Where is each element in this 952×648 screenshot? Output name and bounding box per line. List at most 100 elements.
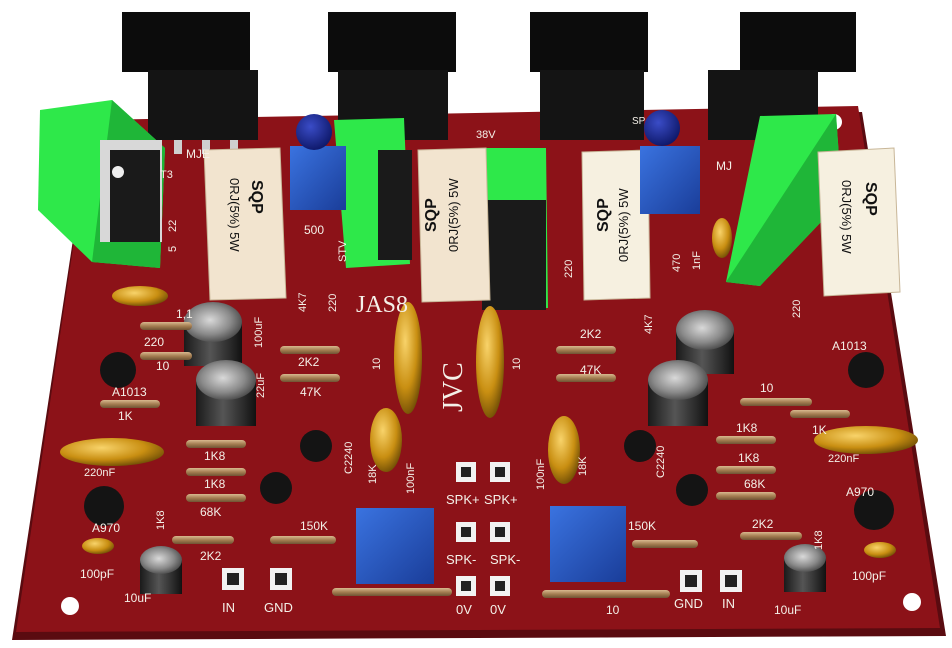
pin-terminal-icon: [680, 570, 702, 592]
board-title-right: JVC: [438, 362, 469, 412]
pin-terminal-icon: [490, 576, 510, 596]
label-1k8: 1K8: [738, 451, 760, 465]
sqp-line2: 0RJ(5%) 5W: [616, 188, 631, 262]
label-4k7: 4K7: [297, 292, 309, 312]
label-150k: 150K: [628, 519, 656, 533]
pin-terminal-icon: [456, 576, 476, 596]
label-spk-plus: SPK+: [446, 492, 480, 507]
pin-terminal-icon: [720, 570, 742, 592]
label-sp: SP: [632, 116, 646, 127]
film-capacitor: [112, 286, 168, 306]
sqp-resistor: SQP 0RJ(5%) 5W: [817, 147, 901, 297]
to92-transistor: [624, 430, 656, 462]
label-2k2: 2K2: [752, 517, 774, 531]
electrolytic-capacitor-icon: [140, 546, 182, 594]
label-22uf: 22uF: [255, 373, 267, 398]
sqp-line2: 0RJ(5%) 5W: [227, 178, 242, 252]
label-2k2: 2K2: [200, 549, 222, 563]
label-1k8: 1K8: [204, 449, 226, 463]
axial-resistor: [716, 492, 776, 500]
label-1k: 1K: [812, 423, 827, 437]
trimmer-potentiometer-icon: [550, 506, 626, 582]
label-gnd: GND: [264, 600, 293, 615]
sqp-resistor: SQP 0RJ(5%) 5W: [417, 147, 491, 303]
label-in: IN: [222, 600, 235, 615]
heatsink-icon: [38, 100, 165, 268]
label-220: 220: [327, 294, 339, 312]
sqp-line1: SQP: [862, 182, 879, 216]
label-100pf: 100pF: [80, 567, 114, 581]
axial-resistor: [100, 400, 160, 408]
axial-resistor: [716, 436, 776, 444]
label-2k2: 2K2: [298, 355, 320, 369]
sqp-line2: 0RJ(5%) 5W: [839, 180, 854, 254]
label-220: 220: [791, 300, 803, 318]
label-2k2: 2K2: [580, 327, 602, 341]
axial-resistor: [556, 374, 616, 382]
trimmer-potentiometer-icon: [356, 508, 434, 584]
label-10: 10: [760, 381, 774, 395]
axial-resistor: [270, 536, 336, 544]
label-220: 220: [144, 335, 164, 349]
film-capacitor: [476, 306, 504, 418]
pin-terminal-icon: [490, 522, 510, 542]
axial-resistor: [172, 536, 234, 544]
label-4k7: 4K7: [643, 314, 655, 334]
film-capacitor: [82, 538, 114, 554]
label-stv: STV: [337, 240, 349, 262]
axial-resistor: [186, 440, 246, 448]
label-1k: 1K: [118, 409, 133, 423]
film-capacitor: [60, 438, 164, 466]
heatsink-icon: [726, 114, 842, 286]
label-spk-minus: SPK-: [446, 552, 476, 567]
label-1nf: 1nF: [691, 251, 703, 270]
axial-resistor: [542, 590, 670, 598]
label-47k: 47K: [300, 385, 321, 399]
label-220-mid: 220: [563, 260, 575, 278]
pin-terminal-icon: [456, 522, 476, 542]
pin-terminal-icon: [270, 568, 292, 590]
label-0v: 0V: [456, 602, 472, 617]
label-1k8: 1K8: [736, 421, 758, 435]
axial-resistor: [740, 532, 802, 540]
film-capacitor: [712, 218, 732, 258]
label-500: 500: [304, 223, 324, 237]
axial-resistor: [716, 466, 776, 474]
label-100nf: 100nF: [535, 459, 547, 490]
film-capacitor: [864, 542, 896, 558]
heatsink-icon: [482, 148, 548, 310]
label-10: 10: [156, 359, 170, 373]
label-c2240: C2240: [655, 446, 667, 478]
label-10: 10: [511, 358, 523, 370]
label-spk-minus: SPK-: [490, 552, 520, 567]
label-a970: A970: [846, 485, 874, 499]
label-1k8: 1K8: [204, 477, 226, 491]
to3p-transistor-icon: [530, 12, 648, 140]
label-150k: 150K: [300, 519, 328, 533]
mounting-hole: [903, 593, 921, 611]
to92-transistor: [100, 352, 136, 388]
to3p-transistor-icon: [122, 12, 258, 154]
label-1k8-vertical: 1K8: [813, 530, 825, 550]
board-title-left: JAS8: [356, 292, 408, 318]
label-100uf: 100uF: [253, 317, 265, 348]
pin-terminal-icon: [456, 462, 476, 482]
to92-transistor: [854, 490, 894, 530]
axial-resistor: [280, 346, 340, 354]
axial-resistor: [140, 322, 192, 330]
label-18k: 18K: [577, 456, 589, 476]
film-capacitor: [394, 302, 422, 414]
label-c2240: C2240: [343, 442, 355, 474]
label-a1013: A1013: [112, 385, 147, 399]
axial-resistor: [740, 398, 812, 406]
label-10uf: 10uF: [774, 603, 801, 617]
axial-resistor: [790, 410, 850, 418]
trimmer-potentiometer-icon: [290, 114, 346, 210]
label-spk-plus: SPK+: [484, 492, 518, 507]
label-10: 10: [371, 358, 383, 370]
heatsink-icon: [334, 118, 412, 268]
label-1-1: 1,1: [176, 307, 193, 321]
electrolytic-capacitor-icon: [184, 302, 242, 366]
sqp-line1: SQP: [423, 198, 440, 232]
